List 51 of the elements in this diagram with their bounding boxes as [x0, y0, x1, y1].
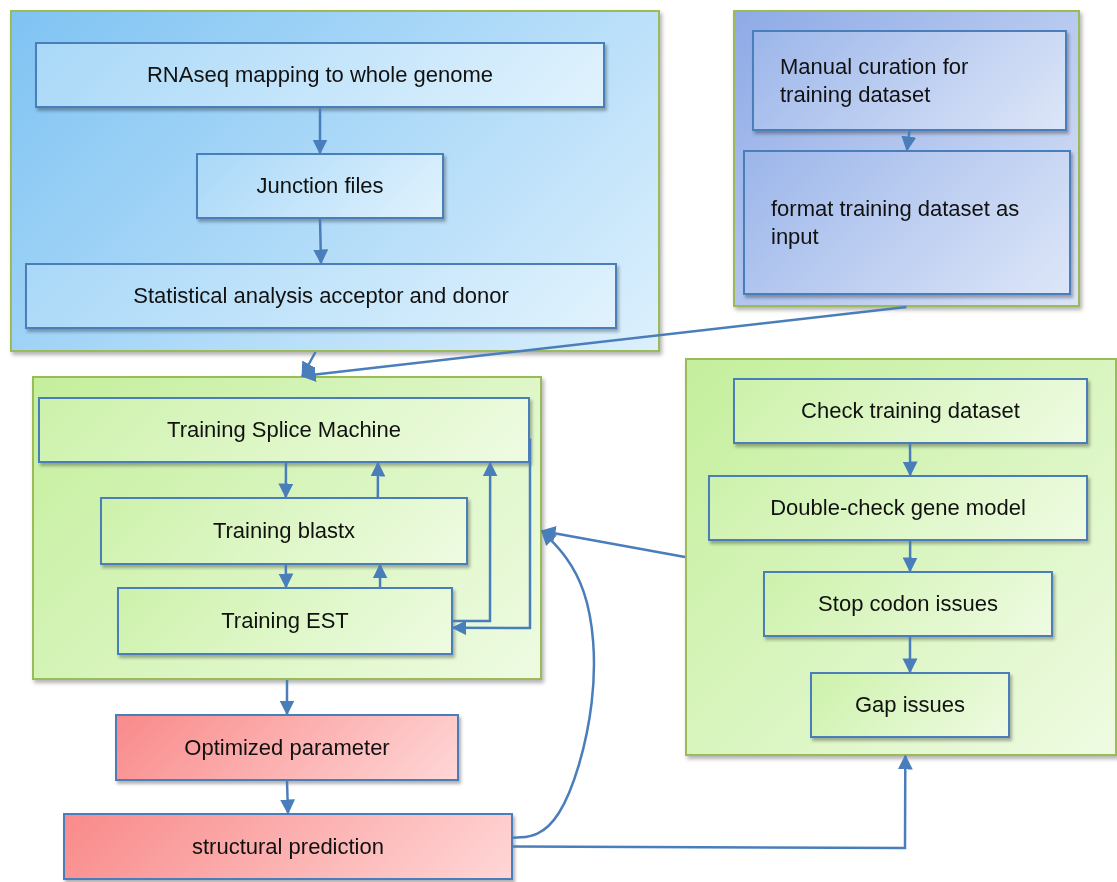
- arrow: [301, 351, 317, 378]
- process-box: [38, 397, 530, 463]
- step-label: Training blastx: [212, 517, 356, 545]
- step-label: Statistical analysis acceptor and donor: [133, 282, 509, 310]
- step-label: Manual curation for training dataset: [780, 53, 970, 108]
- arrow: [313, 218, 329, 265]
- arrow: [372, 563, 388, 587]
- step-label: structural prediction: [192, 832, 384, 861]
- arrow: [540, 526, 686, 559]
- process-box: [25, 263, 617, 329]
- arrow: [902, 444, 918, 477]
- step-label: Check training dataset: [801, 397, 1020, 425]
- step-label: Training EST: [221, 607, 349, 635]
- arrow: [278, 463, 294, 499]
- process-box: [63, 813, 513, 880]
- arrow: [279, 680, 295, 716]
- arrow: [370, 461, 386, 497]
- arrow: [901, 130, 917, 152]
- step-label: Junction files: [256, 172, 384, 200]
- group-panel: [733, 10, 1080, 307]
- process-box: [117, 587, 453, 655]
- arrow: [312, 108, 328, 155]
- process-box: [100, 497, 468, 565]
- arrow: [280, 780, 296, 815]
- process-box: [115, 714, 459, 781]
- group-panel: [10, 10, 660, 352]
- process-box: [35, 42, 605, 108]
- step-label: format training dataset as input: [771, 195, 1021, 250]
- arrow: [453, 461, 498, 623]
- process-box: [752, 30, 1067, 131]
- step-label: Gap issues: [854, 691, 966, 719]
- arrow: [451, 437, 532, 636]
- arrow: [278, 565, 294, 589]
- step-label: Training Splice Machine: [167, 416, 401, 444]
- process-box: [763, 571, 1053, 637]
- process-box: [733, 378, 1088, 444]
- arrow: [513, 754, 913, 850]
- group-panel: [685, 358, 1117, 756]
- process-box: [708, 475, 1088, 541]
- step-label: Optimized parameter: [184, 733, 390, 762]
- group-panel: [32, 376, 542, 680]
- process-box: [810, 672, 1010, 738]
- step-label: Double-check gene model: [770, 494, 1026, 522]
- arrow: [512, 529, 596, 840]
- arrow: [902, 637, 918, 674]
- step-label: Stop codon issues: [818, 590, 998, 618]
- step-label: RNAseq mapping to whole genome: [146, 61, 494, 89]
- process-box: [743, 150, 1071, 295]
- arrow: [902, 541, 918, 573]
- process-box: [196, 153, 444, 219]
- arrow: [300, 305, 907, 382]
